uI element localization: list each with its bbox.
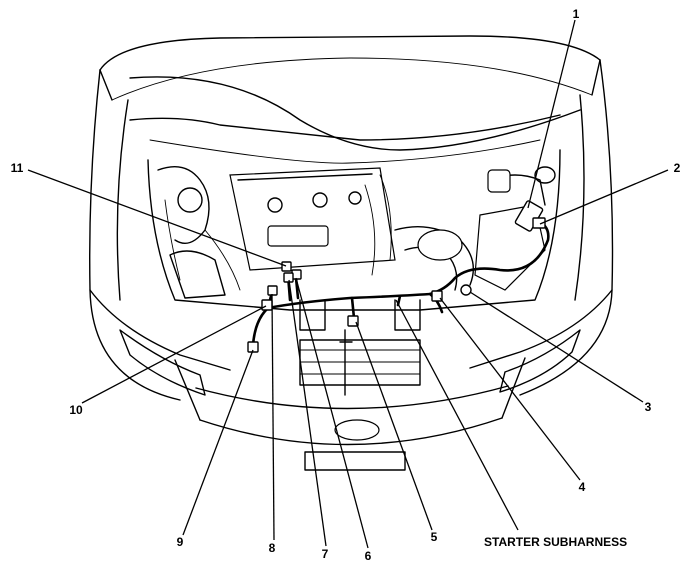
leader-5 [355,321,433,531]
connector-8 [267,285,278,296]
leader-7 [288,279,327,547]
connector-7 [283,272,294,283]
callout-3: 3 [645,400,652,414]
connectors [247,200,546,353]
callout-8: 8 [269,541,276,555]
callout-1: 1 [573,7,580,21]
leader-4 [439,297,581,481]
callout-10: 10 [69,403,83,417]
leader-lines [27,19,669,549]
connector-5 [347,315,359,327]
callout-9: 9 [177,535,184,549]
leader-11 [27,169,287,267]
callout-7: 7 [322,547,329,561]
callout-2: 2 [674,161,681,175]
connector-11 [281,261,292,272]
connector-4 [431,290,443,302]
callout-11: 11 [11,161,24,175]
leader-1 [527,19,576,209]
leader-10 [81,305,267,404]
leader-caption [395,299,519,531]
callout-6: 6 [365,549,372,563]
leader-3 [469,291,644,403]
connector-3 [460,284,472,296]
callout-4: 4 [579,480,586,494]
leader-6 [295,277,369,549]
callout-5: 5 [431,530,438,544]
leader-2 [539,169,669,225]
leader-8 [271,293,275,541]
leader-9 [182,349,254,536]
connector-9 [247,341,259,353]
vehicle-body [89,35,614,471]
connector-2 [532,217,546,229]
starter-subharness-caption: STARTER SUBHARNESS [484,535,627,549]
callout-labels: 1 2 3 4 5 6 7 8 9 10 11 STARTER SUBHARNE… [11,7,681,563]
connector-10 [261,299,273,311]
